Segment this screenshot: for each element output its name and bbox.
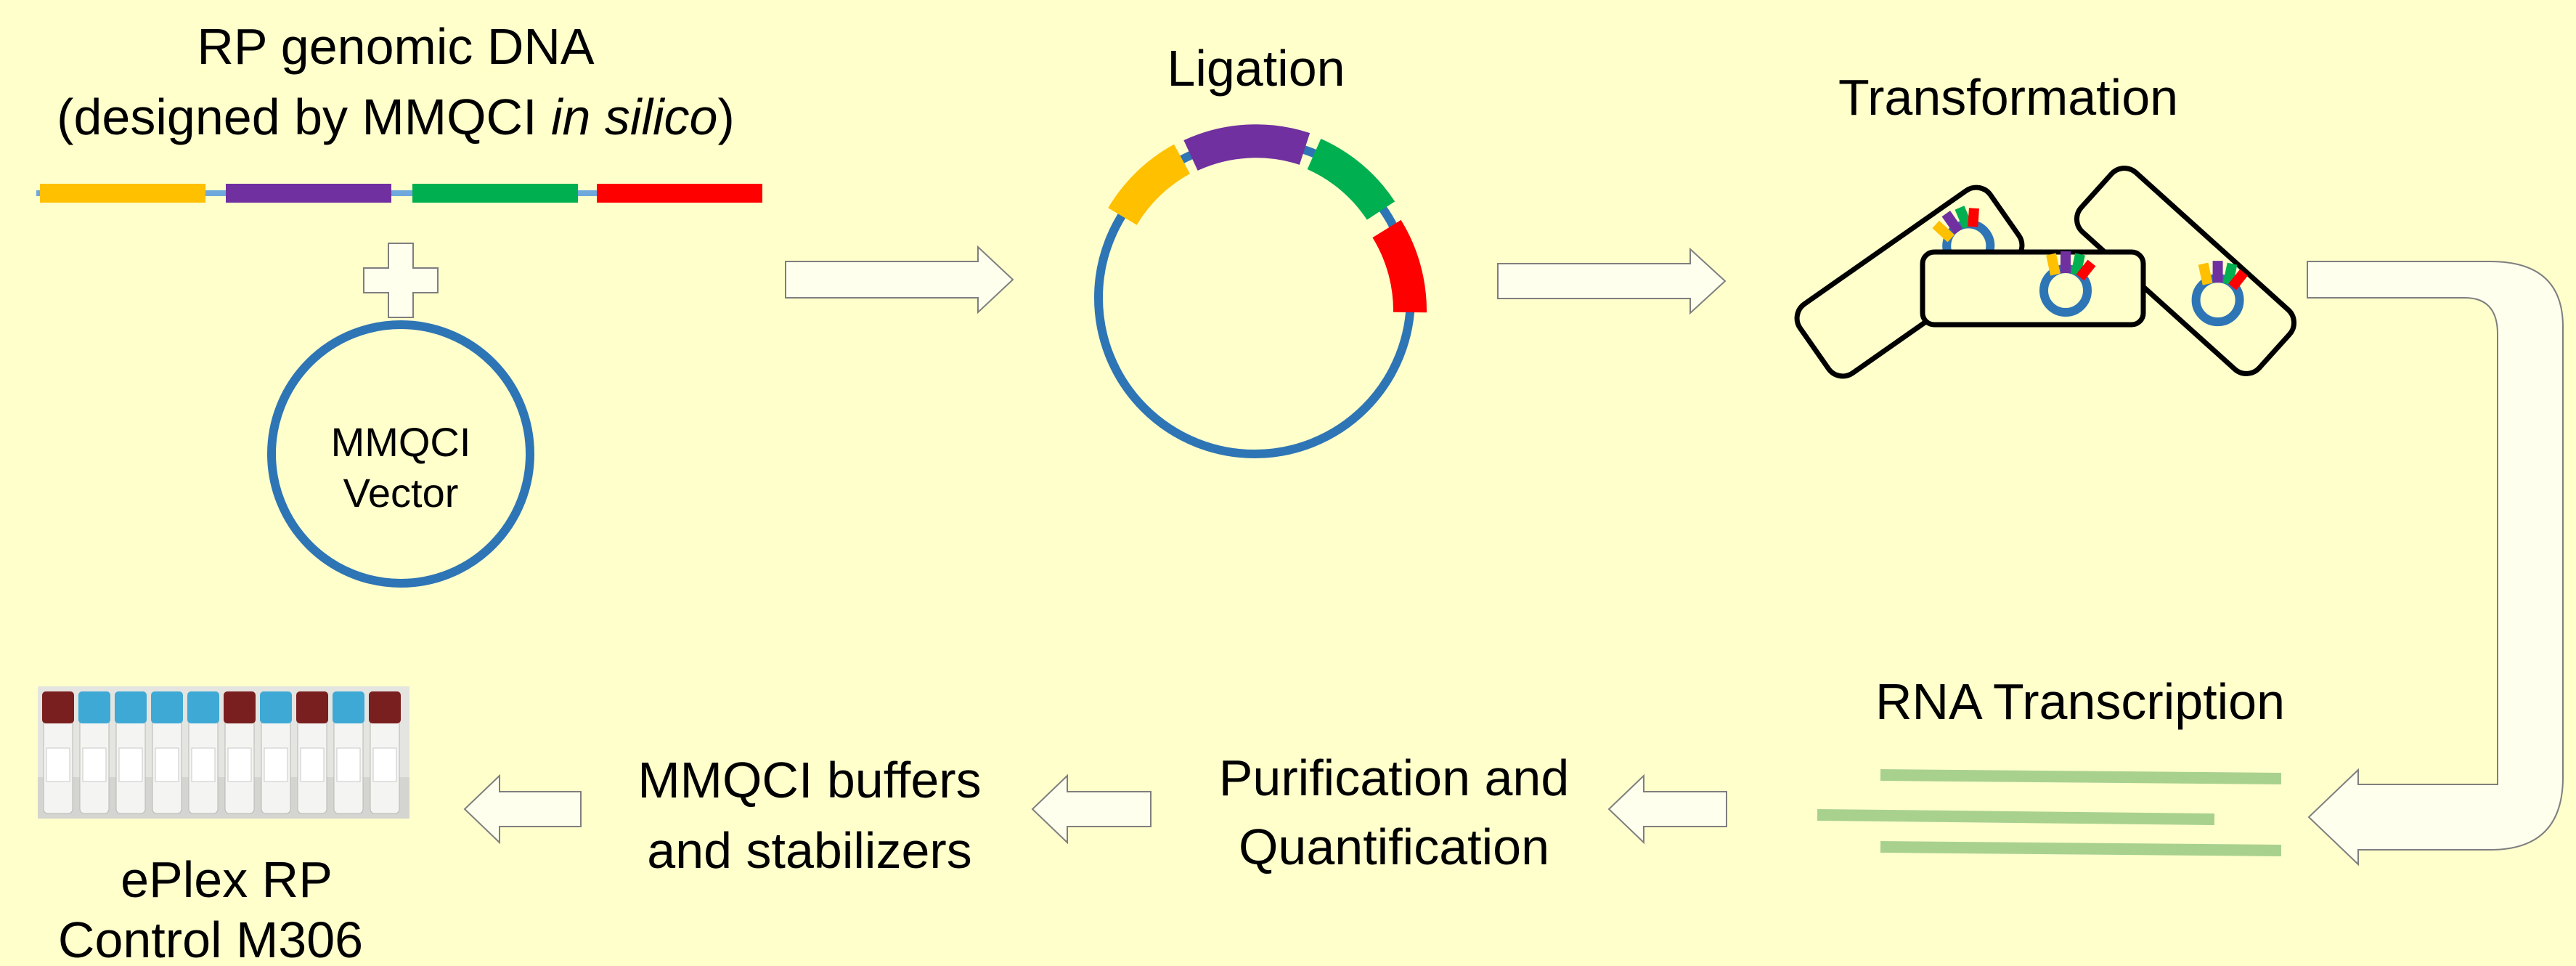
plasmid-insert-green (1307, 138, 1395, 221)
vial-label (300, 747, 325, 782)
plasmid-insert-purple (1183, 124, 1311, 171)
rna-strand (1880, 769, 2282, 784)
vial-cap (369, 691, 401, 723)
dna-segment-purple (226, 184, 391, 203)
purification-label-line2: Quantification (1239, 819, 1549, 875)
rna-transcription-label: RNA Transcription (1875, 673, 2285, 730)
genomic-dna-subtitle-suffix: ) (718, 89, 735, 145)
plasmid-insert-yellow (1108, 144, 1191, 226)
bacterium-right (2074, 166, 2297, 376)
elbow-arrow-icon (2307, 261, 2564, 866)
rna-strand (1817, 809, 2215, 825)
ligation-label: Ligation (1167, 40, 1345, 97)
purification-label-line1: Purification and (1219, 750, 1570, 806)
genomic-dna-subtitle-prefix: (designed by MMQCI (57, 89, 551, 145)
vial-label (82, 747, 107, 782)
vial-cap (151, 691, 183, 723)
vial-cap (115, 691, 147, 723)
transformation-label: Transformation (1838, 69, 2178, 126)
vial-label (46, 747, 70, 782)
product-label-line1: ePlex RP (121, 851, 333, 908)
arrow-left-icon (463, 774, 582, 845)
product-label-line2: Control M306 (58, 912, 363, 966)
dna-segment-green (412, 184, 578, 203)
linear-dna-segments (36, 184, 762, 203)
vial-cap (187, 691, 219, 723)
vial-cap (296, 691, 328, 723)
genomic-dna-subtitle: (designed by MMQCI in silico) (57, 89, 735, 145)
dna-segment-red (597, 184, 762, 203)
vector-label-line2: Vector (343, 470, 459, 516)
vial-label (155, 747, 179, 782)
vial-label (227, 747, 252, 782)
rna-strand (1880, 841, 2282, 856)
arrow-left-icon (1607, 774, 1727, 845)
buffers-label-line1: MMQCI buffers (637, 752, 981, 808)
buffers-label-line2: and stabilizers (647, 822, 971, 879)
vial-label (372, 747, 397, 782)
bacterium-middle (1920, 251, 2146, 328)
vector-circle (267, 320, 534, 588)
vial-cap (333, 691, 364, 723)
vial-cap (42, 691, 74, 723)
vial-cap (78, 691, 110, 723)
vial-label (264, 747, 288, 782)
plasmid-insert-red (1372, 219, 1427, 313)
genomic-dna-title: RP genomic DNA (197, 18, 595, 75)
vial-label (191, 747, 216, 782)
arrow-left-icon (1031, 774, 1152, 845)
genomic-dna-subtitle-italic: in silico (551, 89, 718, 145)
vial-rack-image (38, 686, 409, 819)
arrow-right-icon (1497, 247, 1727, 315)
plus-icon (363, 243, 439, 318)
vial-label (336, 747, 361, 782)
vial-label (118, 747, 143, 782)
bacteria-cells (1794, 166, 2297, 379)
ligated-plasmid (1094, 124, 1427, 458)
arrow-right-icon (785, 245, 1014, 314)
rna-strands (1817, 769, 2282, 856)
vector-label-line1: MMQCI (331, 419, 471, 465)
vial-cap (260, 691, 292, 723)
vial-cap (224, 691, 256, 723)
dna-segment-yellow (40, 184, 205, 203)
